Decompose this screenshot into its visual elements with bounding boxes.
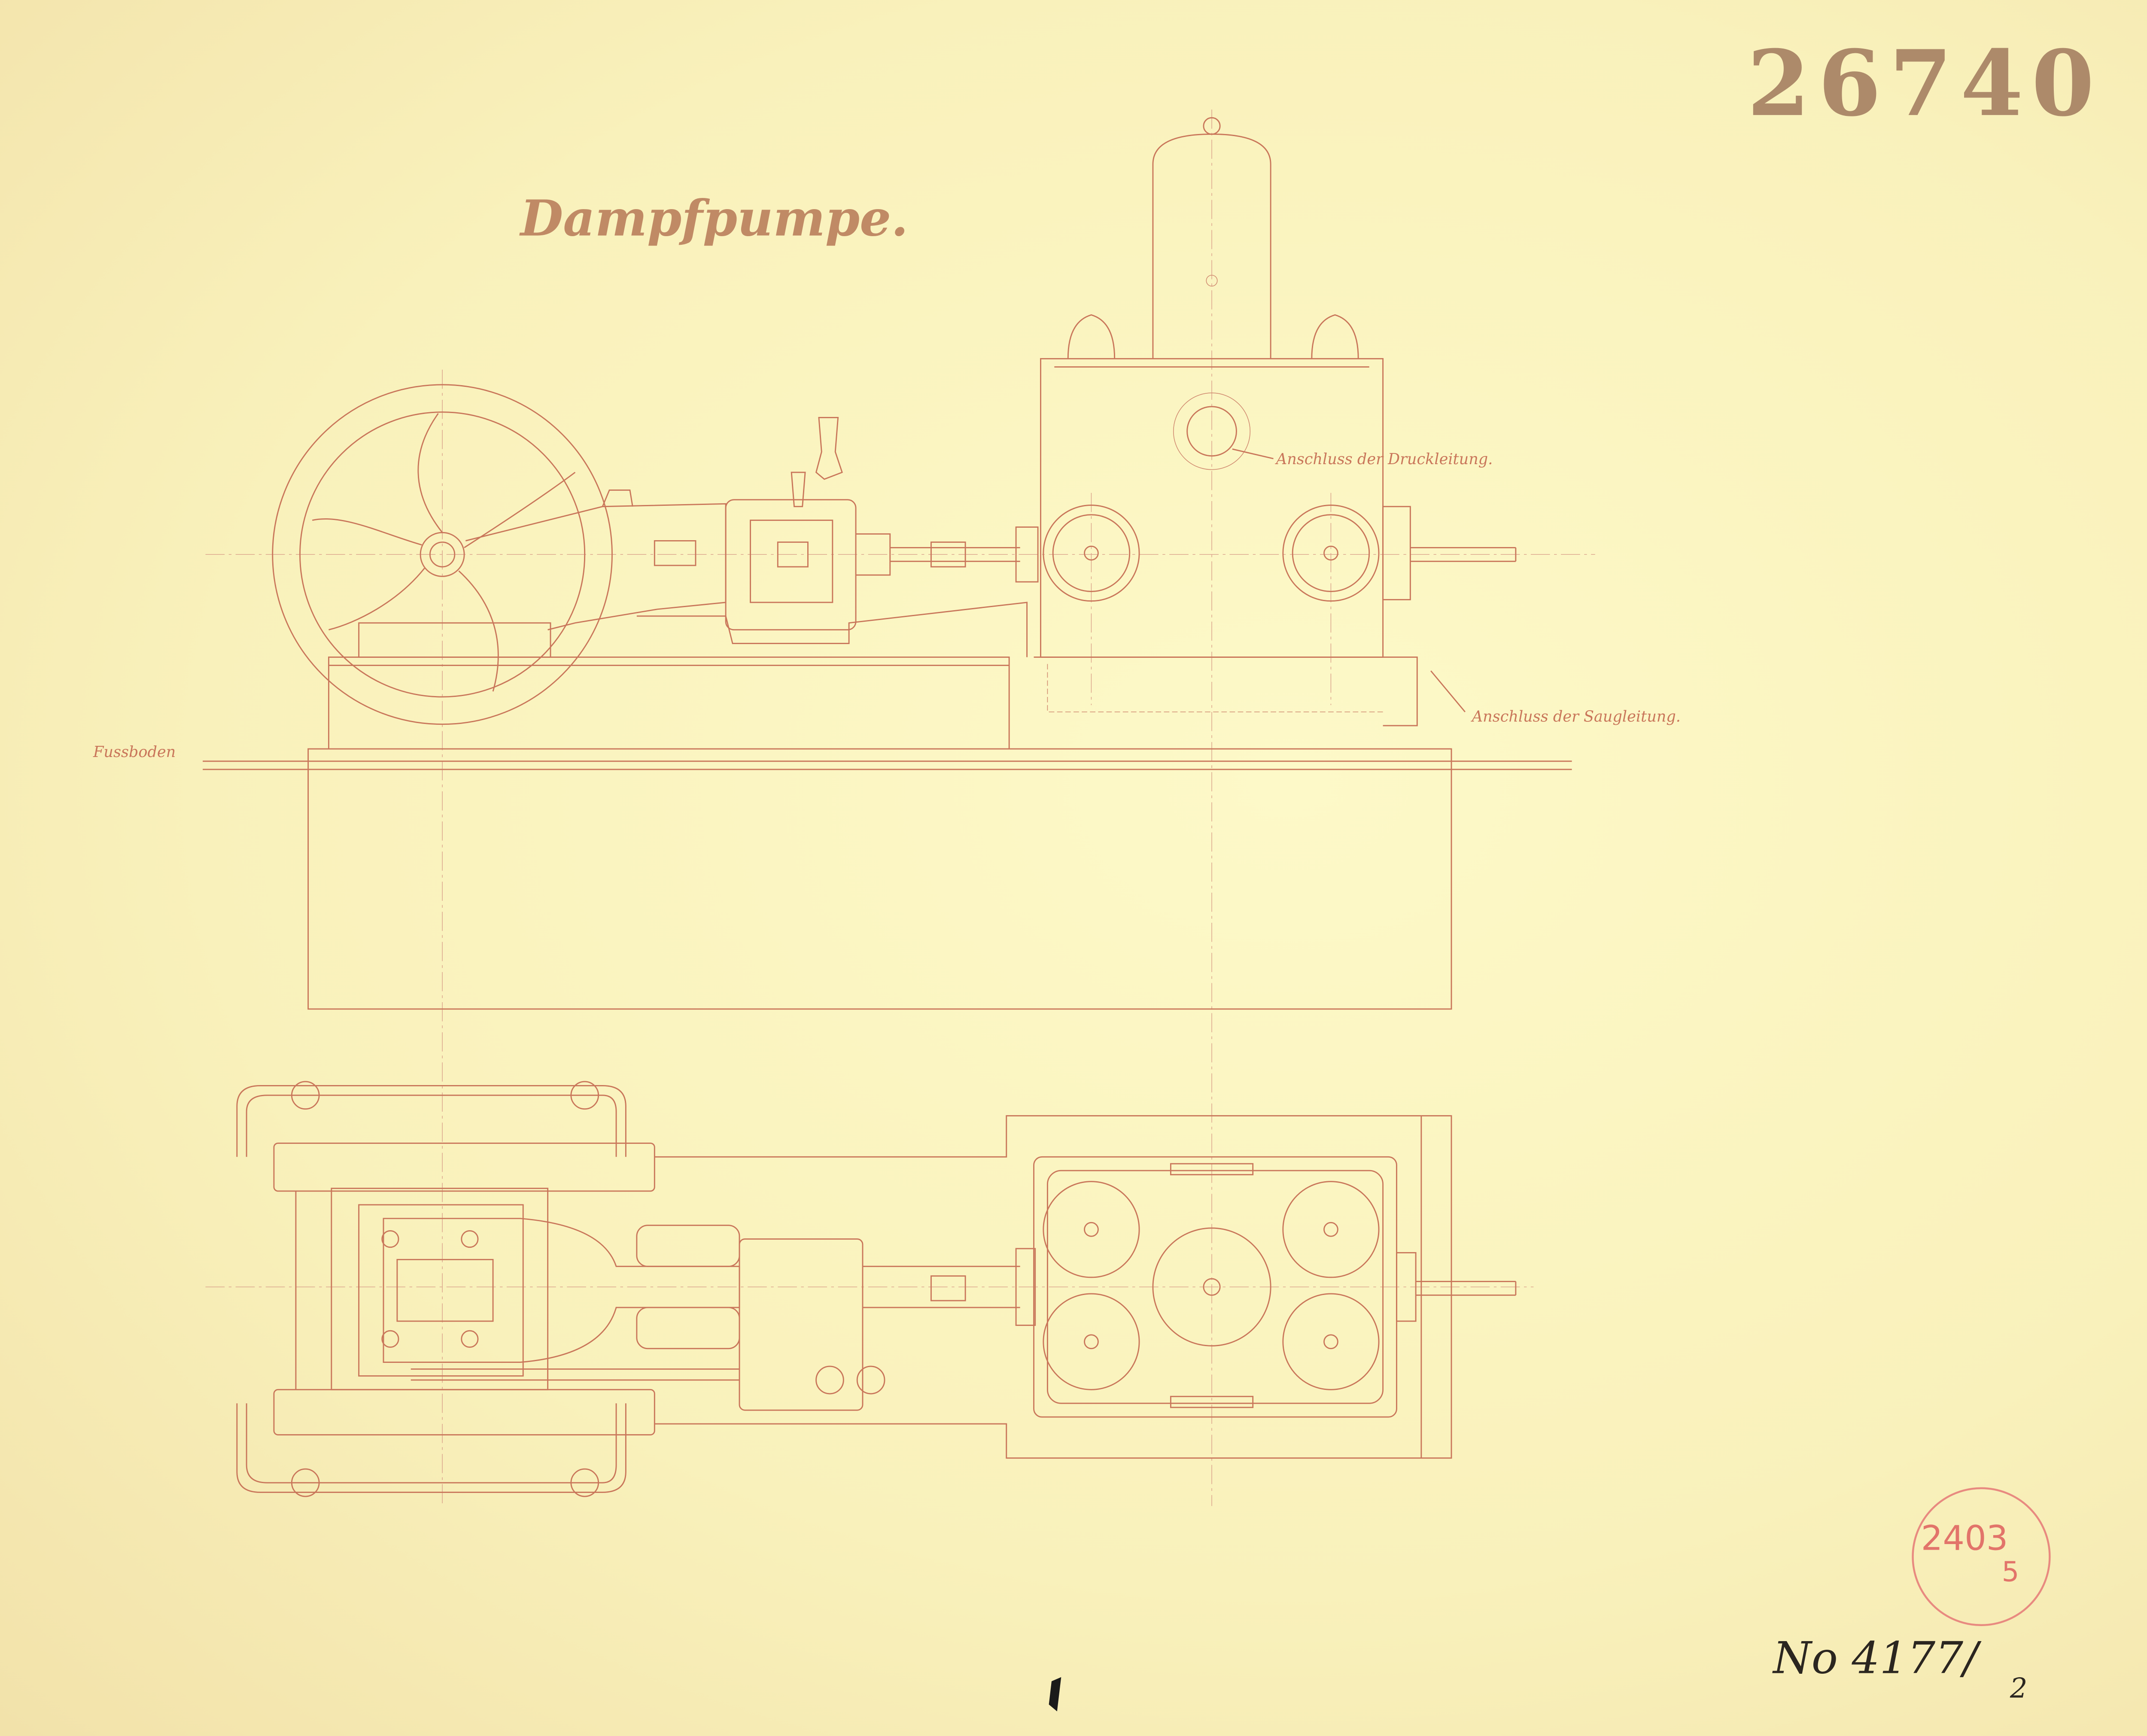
steam-engine-elevation <box>328 417 1028 666</box>
label-floor: Fussboden <box>93 743 176 761</box>
label-pressure-line: Anschluss der Druckleitung. <box>1275 450 1493 468</box>
flywheel-elevation <box>272 384 613 725</box>
plan-view <box>236 1081 1517 1497</box>
label-suction-line: Anschluss der Saugleitung. <box>1471 708 1681 725</box>
center-lines <box>205 109 1595 1506</box>
leader-line <box>1430 670 1466 712</box>
drawing-title: Dampfpumpe. <box>519 189 908 247</box>
handwritten-signature: No 4177/ 2 <box>1772 1633 2027 1704</box>
archive-stamp: 2403 5 <box>1912 1487 2051 1626</box>
binding-notch <box>1049 1677 1061 1712</box>
stamp-suffix: 5 <box>2002 1557 2019 1588</box>
signature-text: No 4177/ <box>1772 1633 1982 1684</box>
pump-elevation <box>1034 117 1517 727</box>
stamp-number: 2403 <box>1921 1518 2008 1558</box>
signature-suffix: 2 <box>2010 1673 2028 1705</box>
archive-number: 26740 <box>1747 30 2103 137</box>
piston-rod <box>890 526 1039 583</box>
foundation <box>203 665 1572 1010</box>
